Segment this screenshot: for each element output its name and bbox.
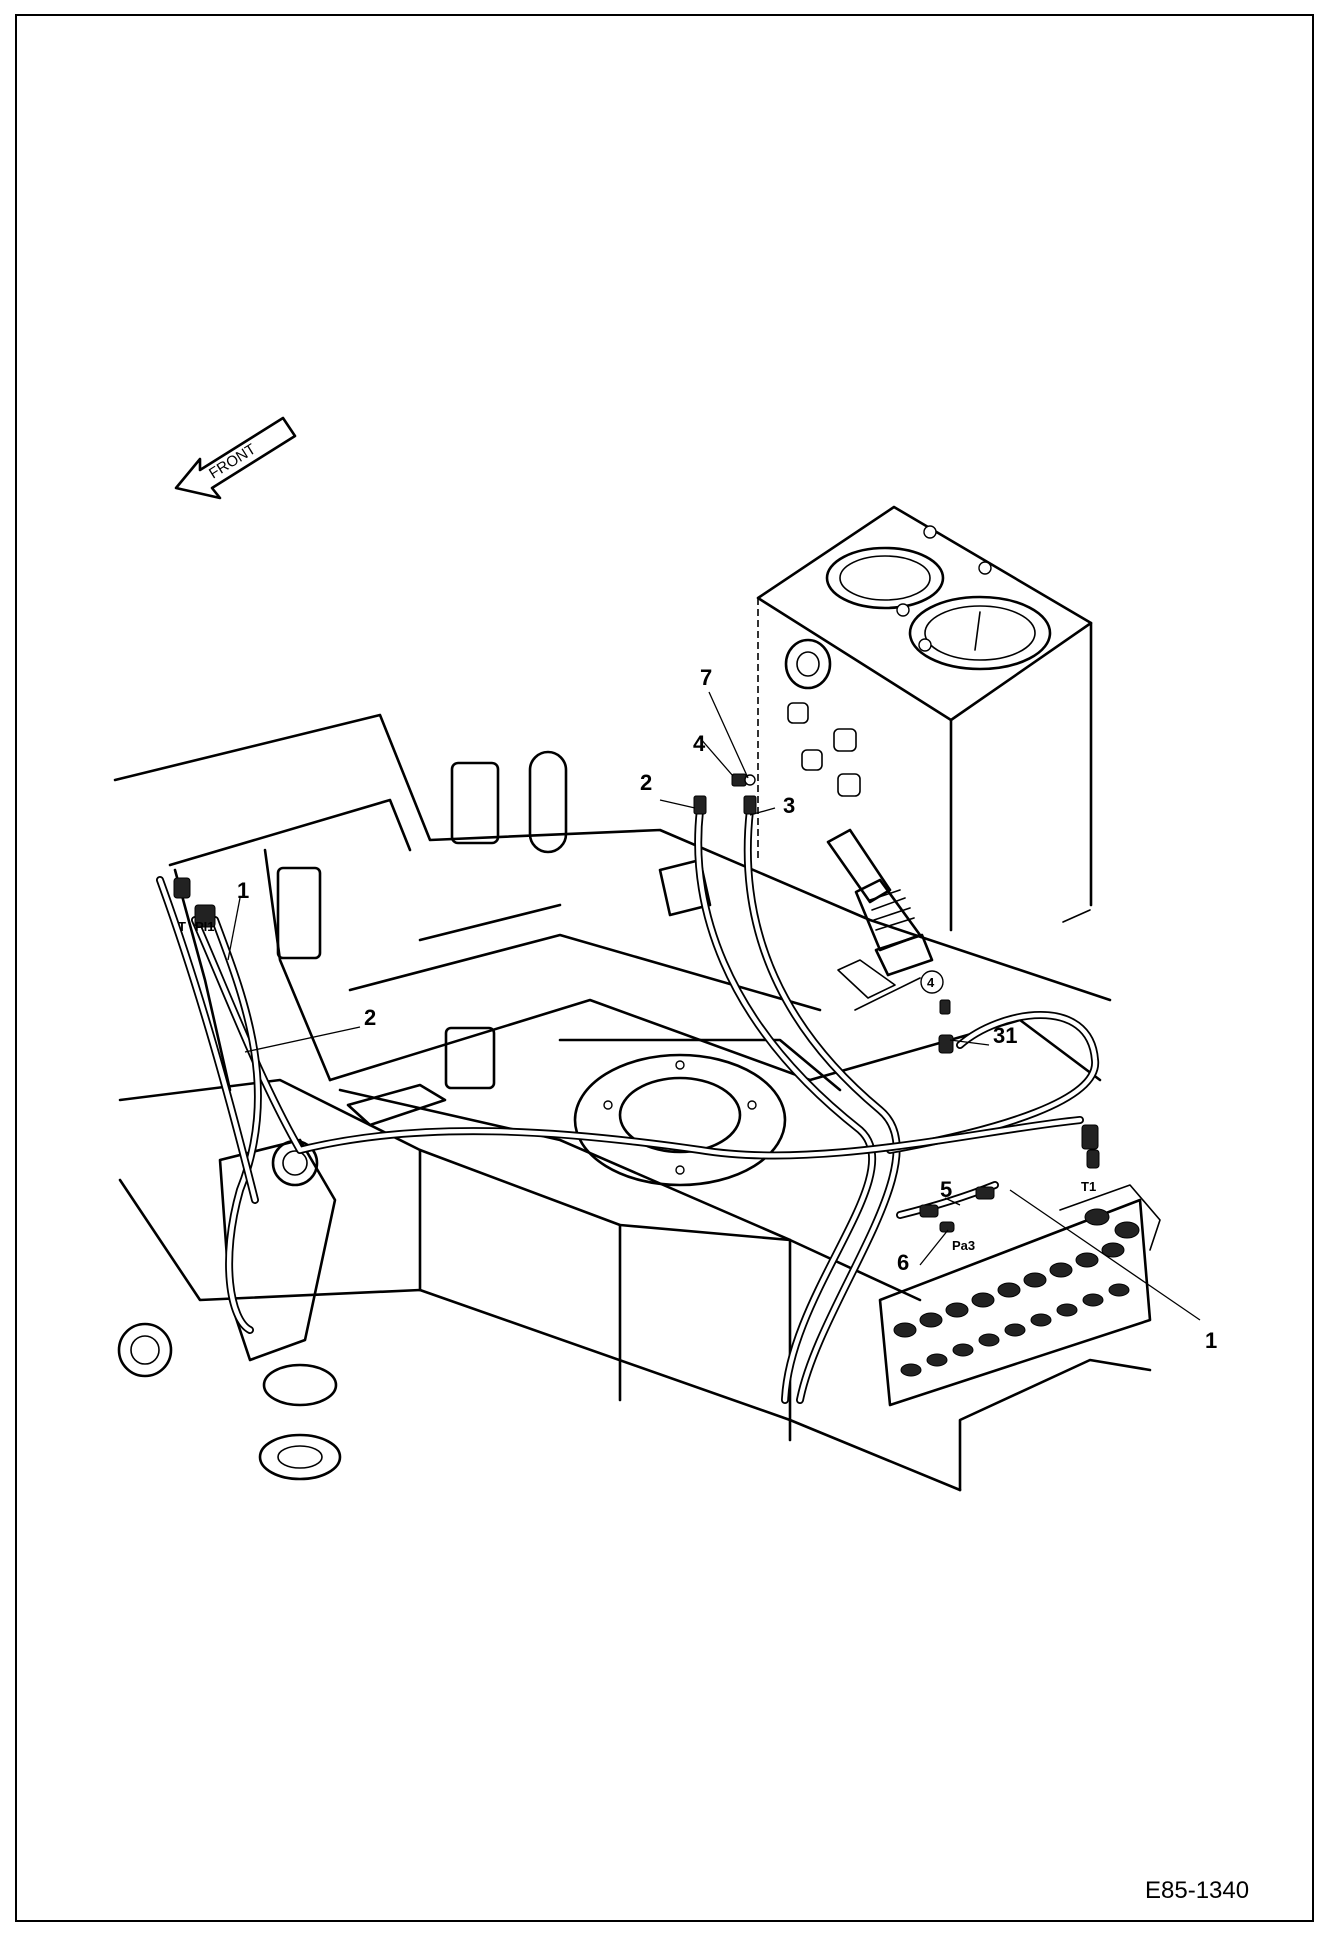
boom-swing-bracket — [117, 1138, 342, 1481]
valve-spool-cap — [978, 1333, 1000, 1347]
callout-2-top: 2 — [640, 770, 652, 795]
valve-spool-cap — [1049, 1262, 1073, 1278]
valve-spool-cap — [900, 1363, 922, 1377]
valve-spool-cap — [997, 1282, 1021, 1298]
valve-spools — [893, 1242, 1130, 1377]
callout-1-right: 1 — [1205, 1328, 1217, 1353]
frame-brackets — [276, 750, 712, 1127]
leader-lines — [227, 691, 1201, 1321]
port-t1: T1 — [1081, 1179, 1096, 1194]
callout-3: 3 — [783, 793, 795, 818]
callout-4-circled: 4 — [927, 975, 935, 990]
drawing-reference: E85-1340 — [1145, 1877, 1249, 1904]
front-arrow-icon — [174, 416, 297, 500]
control-valve — [878, 1184, 1161, 1407]
valve-spool-cap — [1101, 1242, 1125, 1258]
swing-bearing — [573, 1053, 787, 1187]
port-pa3: Pa3 — [952, 1238, 975, 1253]
valve-spool-cap — [1108, 1283, 1130, 1297]
callout-2-left: 2 — [364, 1005, 376, 1030]
joystick-lever: 4 — [826, 828, 944, 1011]
port-pi1: PI1 — [195, 919, 215, 934]
callout-4: 4 — [693, 731, 706, 756]
valve-spool-cap — [926, 1353, 948, 1367]
port-t-left: T — [178, 919, 186, 934]
hydraulic-tank — [756, 505, 1093, 932]
callout-5: 5 — [940, 1177, 952, 1202]
upper-frame — [113, 713, 1152, 1492]
valve-spool-cap — [1004, 1323, 1026, 1337]
valve-spool-cap — [1056, 1303, 1078, 1317]
valve-spool-cap — [919, 1312, 943, 1328]
valve-spool-cap — [1082, 1293, 1104, 1307]
valve-spool-cap — [1075, 1252, 1099, 1268]
valve-spool-cap — [945, 1302, 969, 1318]
valve-spool-cap — [971, 1292, 995, 1308]
valve-spool-cap — [1030, 1313, 1052, 1327]
valve-spool-cap — [893, 1322, 917, 1338]
hose-fittings — [173, 773, 1100, 1233]
drawing-frame — [15, 14, 1314, 1922]
valve-spool-cap — [1023, 1272, 1047, 1288]
callout-31: 31 — [993, 1023, 1017, 1048]
callout-1-left: 1 — [237, 878, 249, 903]
valve-spool-cap — [952, 1343, 974, 1357]
callout-7: 7 — [700, 665, 712, 690]
callout-6: 6 — [897, 1250, 909, 1275]
